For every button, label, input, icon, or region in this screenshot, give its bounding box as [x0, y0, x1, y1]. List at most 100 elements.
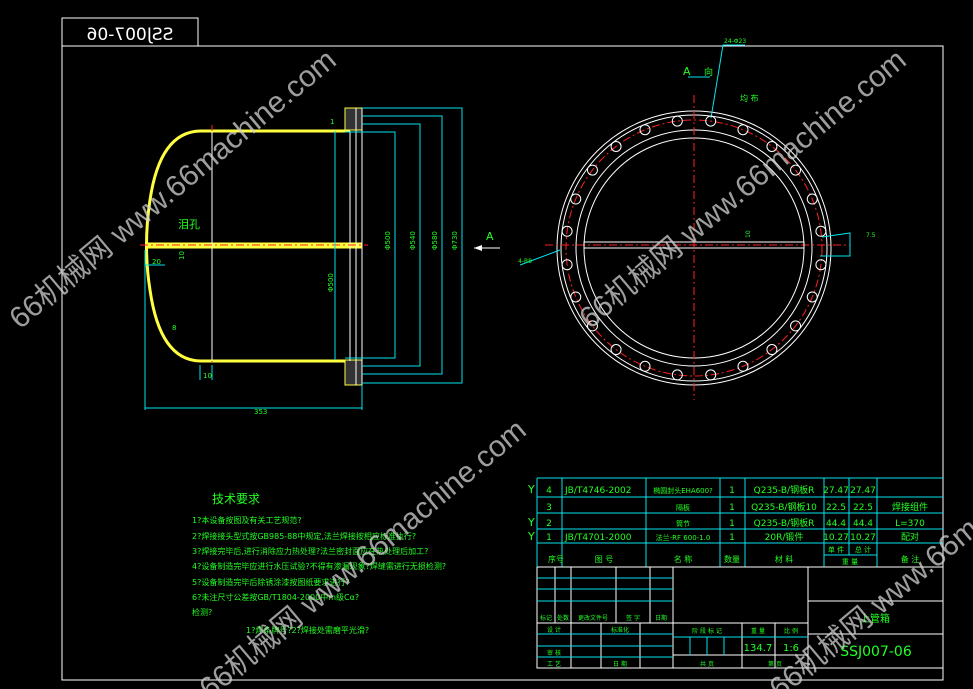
header-no: 序号: [548, 554, 564, 564]
bolt-hole: [639, 124, 651, 136]
bolt-hole: [815, 259, 827, 271]
bolt-hole: [766, 344, 778, 356]
bolt-hole: [671, 369, 683, 381]
parts-cell-qty: 1: [729, 503, 735, 513]
header-qty: 数量: [724, 554, 740, 564]
parts-cell-qty: 1: [729, 519, 735, 529]
bolt-hole: [815, 225, 827, 237]
dim-offset: 7.5: [866, 232, 876, 239]
tech-item: 5?设备制造完毕后除锈涂漆按图纸要求进行?: [192, 577, 350, 587]
bolt-hole: [570, 193, 582, 205]
dim-d1: Φ500: [384, 231, 392, 250]
tech-title: 技术要求: [212, 492, 260, 506]
weld-mark: 1: [330, 118, 334, 126]
parts-cell-no: 4: [546, 486, 552, 496]
arrow-label: A: [486, 230, 494, 243]
flange-bottom: [344, 359, 363, 386]
parts-cell-std: JB/T4746-2002: [564, 486, 631, 496]
parts-cell-total: 22.5: [853, 503, 873, 513]
header-material: 材 料: [775, 554, 794, 564]
header-std: 图 号: [595, 555, 614, 564]
parts-cell-flag: Y: [527, 483, 535, 496]
dim-s: 8: [172, 324, 176, 332]
tech-item: 4?设备制造完毕应进行水压试验?不得有渗漏现象?焊缝需进行无损检测?: [192, 561, 446, 571]
part-name: 上管箱: [860, 612, 890, 625]
parts-cell-std: JB/T4701-2000: [564, 533, 632, 543]
parts-cell-note: L=370: [895, 519, 925, 529]
parts-cell-flag: Y: [527, 516, 535, 529]
evenly-label: 均 布: [740, 93, 759, 103]
tech-item: 6?未注尺寸公差按GB/T1804-2000中m级Cα?: [192, 592, 359, 602]
header-note: 备 注: [901, 554, 920, 564]
parts-cell-mat: Q235-B/钢板R: [754, 484, 815, 496]
rev-header: 标记: [540, 614, 552, 622]
parts-cell-name: 法兰-RF 600-1.0: [656, 533, 711, 542]
watermark: 66机械网 www.66machine.com: [3, 43, 342, 335]
std-check-label: 标准化: [611, 626, 629, 634]
scale-label: 比 例: [784, 627, 798, 635]
bolt-hole: [806, 291, 818, 303]
bolt-hole: [570, 291, 582, 303]
bolt-hole: [790, 164, 802, 176]
view-label-direction: 向: [704, 66, 713, 78]
drawing-number: SSJ007-06: [840, 644, 912, 660]
front-section-view: 泪孔 353 Φ500 Φ540 Φ580 Φ730 Φ500 20 10 10…: [140, 107, 463, 416]
sheet-number: 第 页: [768, 660, 782, 668]
title-block: 标记 处数 更改文件号 签 字 日期 设 计 标准化 审 核 工 艺 日 期 阶…: [536, 567, 944, 669]
review-label: 审 核: [547, 649, 561, 657]
bolt-hole: [766, 140, 778, 152]
parts-cell-name: 隔板: [676, 503, 690, 512]
rev-header: 更改文件号: [578, 614, 608, 622]
bolt-hole: [790, 320, 802, 332]
process-label: 工 艺: [547, 660, 561, 668]
bolt-hole: [586, 320, 598, 332]
dim-r: 20: [152, 258, 161, 266]
bolt-hole: [806, 193, 818, 205]
bolt-hole: [705, 115, 717, 127]
tech-requirements: 技术要求 1?本设备按图及有关工艺规范? 2?焊接接头型式按GB985-88中规…: [192, 492, 446, 635]
tech-item: 1?本设备按图及有关工艺规范?: [192, 515, 302, 525]
bolt-hole: [639, 360, 651, 372]
dim-t: 10: [178, 251, 186, 260]
weight-label: 重 量: [751, 627, 765, 635]
parts-cell-no: 3: [546, 503, 552, 513]
view-a-arrow: A: [474, 230, 500, 251]
mirrored-number-box: [61, 17, 199, 47]
tech-item: 2?焊接接头型式按GB985-88中规定,法兰焊接按相应标准执行?: [192, 531, 416, 541]
mirrored-drawing-number: SSJ007-06: [87, 25, 174, 45]
dim-d4: Φ730: [451, 231, 459, 250]
sheet-total: 共 页: [700, 660, 714, 668]
bolt-hole: [610, 344, 622, 356]
partition-plate: [145, 242, 362, 249]
weight-value: 134.7: [744, 643, 773, 654]
parts-cell-name: 筒节: [676, 519, 690, 528]
watermarks: 66机械网 www.66machine.com 66机械网 www.66mach…: [3, 43, 973, 689]
side-view-a: 24-Φ23 A 向 均 布 10 7.5 4-R8: [518, 38, 876, 400]
parts-cell-no: 1: [546, 533, 552, 543]
tech-item: 3?焊接完毕后,进行消除应力热处理?法兰密封面应在热处理后加工?: [192, 546, 428, 556]
date-label: 日 期: [613, 660, 627, 668]
rev-header: 日期: [655, 614, 667, 622]
dim-d3: Φ580: [431, 231, 439, 250]
parts-cell-total: 44.4: [853, 519, 873, 529]
scale-value: 1:6: [783, 643, 799, 654]
parts-cell-qty: 1: [729, 486, 735, 496]
bolt-hole: [705, 369, 717, 381]
tech-footer: 1?焊条牌号?2?焊接处需磨平光滑?: [246, 625, 369, 635]
bolt-hole: [610, 140, 622, 152]
parts-cell-qty: 1: [729, 533, 735, 543]
parts-cell-note: 配对: [901, 531, 919, 543]
bolt-hole: [671, 115, 683, 127]
parts-cell-name: 椭圆封头EHA600?: [653, 486, 713, 495]
parts-cell-note: 焊接组件: [892, 501, 928, 513]
parts-cell-total: 27.47: [850, 486, 876, 496]
parts-cell-mat: Q235-B/钢板R: [754, 517, 815, 529]
bolt-hole: [737, 360, 749, 372]
parts-cell-unit: 10.27: [823, 533, 849, 543]
header-unit: 单 件: [828, 545, 844, 554]
design-label: 设 计: [547, 626, 561, 634]
dim-thickness: 10: [745, 230, 752, 238]
hole-label: 泪孔: [178, 218, 200, 231]
